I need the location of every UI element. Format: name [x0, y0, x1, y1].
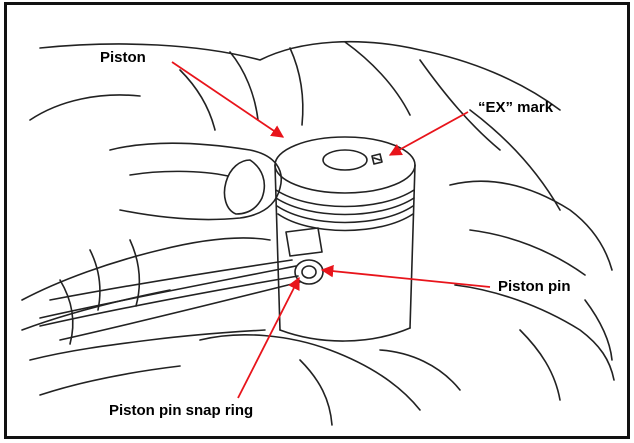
label-snap-ring: Piston pin snap ring — [109, 402, 253, 420]
label-piston: Piston — [100, 49, 146, 67]
label-ex-mark: “EX” mark — [478, 99, 553, 117]
snap-ring-leader — [238, 278, 299, 398]
ex-mark-leader — [390, 112, 468, 155]
piston-pin-leader — [322, 270, 490, 287]
piston-leader — [172, 62, 283, 137]
label-piston-pin: Piston pin — [498, 278, 571, 296]
